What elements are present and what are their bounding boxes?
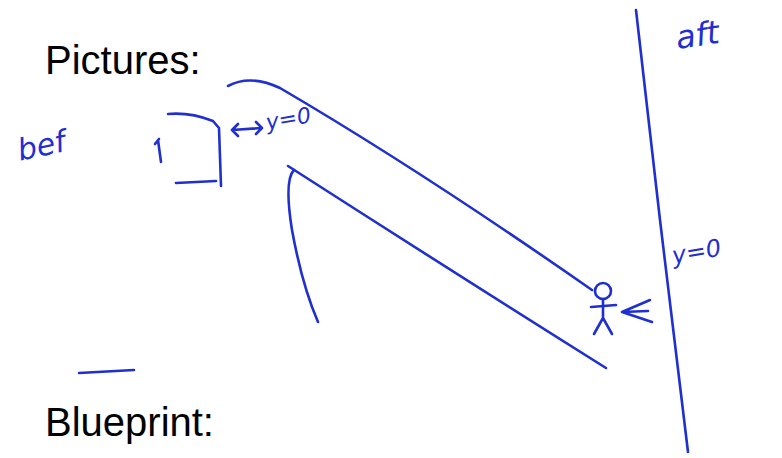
trajectory-line	[228, 80, 592, 290]
handwritten-note: y=0	[264, 104, 313, 134]
handwritten-note: aft	[674, 16, 721, 54]
dash-mark	[79, 370, 134, 373]
wall-line	[636, 10, 688, 452]
box-bottom	[176, 181, 216, 183]
handwritten-note: y=0	[670, 236, 723, 268]
stick-figure	[591, 299, 616, 334]
slide-heading: Pictures:	[45, 40, 201, 80]
figure-head	[595, 283, 611, 299]
trajectory-line	[288, 166, 606, 368]
box-outline	[168, 114, 221, 186]
dimension-arrow	[232, 122, 262, 136]
slide-heading: Blueprint:	[45, 402, 214, 442]
trajectory-line	[288, 170, 318, 322]
box-tick	[155, 139, 161, 162]
arrow-head	[622, 300, 652, 322]
handwritten-note: bef	[15, 126, 68, 165]
